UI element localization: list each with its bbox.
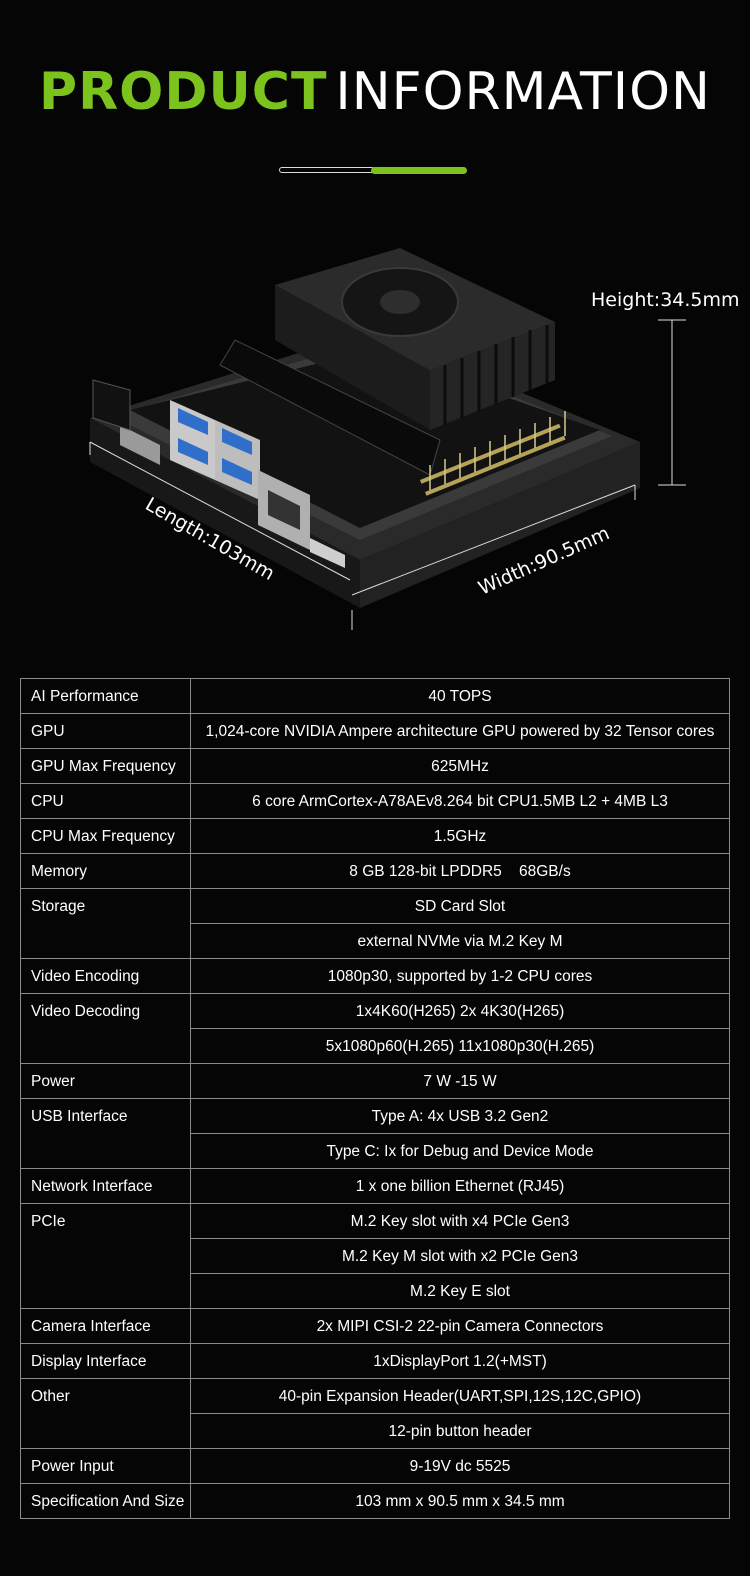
spec-value: SD Card Slot [190,888,730,924]
spec-label: Power Input [20,1448,191,1484]
spec-value: 12-pin button header [190,1413,730,1449]
spec-value: M.2 Key E slot [190,1273,730,1309]
spec-label: USB Interface [20,1098,191,1169]
carrier-board-illustration [90,248,640,608]
spec-label: Storage [20,888,191,959]
spec-label: Network Interface [20,1168,191,1204]
spec-value: 7 W -15 W [190,1063,730,1099]
spec-value: 1.5GHz [190,818,730,854]
spec-label: Video Decoding [20,993,191,1064]
spec-value: 625MHz [190,748,730,784]
spec-value: Type C: Ix for Debug and Device Mode [190,1133,730,1169]
spec-value: 40 TOPS [190,678,730,714]
spec-value: 1 x one billion Ethernet (RJ45) [190,1168,730,1204]
spec-value: M.2 Key slot with x4 PCIe Gen3 [190,1203,730,1239]
spec-value: external NVMe via M.2 Key M [190,923,730,959]
spec-row: 5x1080p60(H.265) 11x1080p30(H.265) [21,1028,730,1064]
spec-label: Other [20,1378,191,1449]
spec-row: M.2 Key M slot with x2 PCIe Gen3 [21,1238,730,1274]
spec-value: 40-pin Expansion Header(UART,SPI,12S,12C… [190,1378,730,1414]
usb-ports-illustration [170,400,260,500]
spec-label: CPU [20,783,191,819]
spec-value: 5x1080p60(H.265) 11x1080p30(H.265) [190,1028,730,1064]
spec-value: 6 core ArmCortex-A78AEv8.264 bit CPU1.5M… [190,783,730,819]
spec-label: PCIe [20,1203,191,1309]
spec-value: Type A: 4x USB 3.2 Gen2 [190,1098,730,1134]
spec-label: GPU Max Frequency [20,748,191,784]
spec-label: Memory [20,853,191,889]
spec-row: M.2 Key E slot [21,1273,730,1309]
spec-label: AI Performance [20,678,191,714]
spec-label: Video Encoding [20,958,191,994]
title-highlight-word: PRODUCT [39,62,328,122]
spec-label: GPU [20,713,191,749]
spec-row: Type C: Ix for Debug and Device Mode [21,1133,730,1169]
product-image: Height:34.5mm Length:103mm Width:90.5mm [89,248,740,630]
dimension-lines [89,319,686,630]
height-dimension-label: Height:34.5mm [591,289,740,311]
spec-label: Power [20,1063,191,1099]
spec-label: Display Interface [20,1343,191,1379]
spec-label: CPU Max Frequency [20,818,191,854]
spec-label: Specification And Size [20,1483,191,1519]
title-word: INFORMATION [335,62,711,122]
spec-row: 12-pin button header [21,1413,730,1449]
spec-value: 1x4K60(H265) 2x 4K30(H265) [190,993,730,1029]
spec-value: 8 GB 128-bit LPDDR5 68GB/s [190,853,730,889]
spec-value: 1xDisplayPort 1.2(+MST) [190,1343,730,1379]
spec-row: external NVMe via M.2 Key M [21,923,730,959]
title-divider [279,167,467,175]
divider-green-segment [371,167,467,174]
spec-value: 9-19V dc 5525 [190,1448,730,1484]
spec-value: 1,024-core NVIDIA Ampere architecture GP… [190,713,730,749]
spec-value: 103 mm x 90.5 mm x 34.5 mm [190,1483,730,1519]
spec-label: Camera Interface [20,1308,191,1344]
spec-value: 2x MIPI CSI-2 22-pin Camera Connectors [190,1308,730,1344]
spec-value: 1080p30, supported by 1-2 CPU cores [190,958,730,994]
spec-value: M.2 Key M slot with x2 PCIe Gen3 [190,1238,730,1274]
divider-outline-segment [279,167,375,173]
